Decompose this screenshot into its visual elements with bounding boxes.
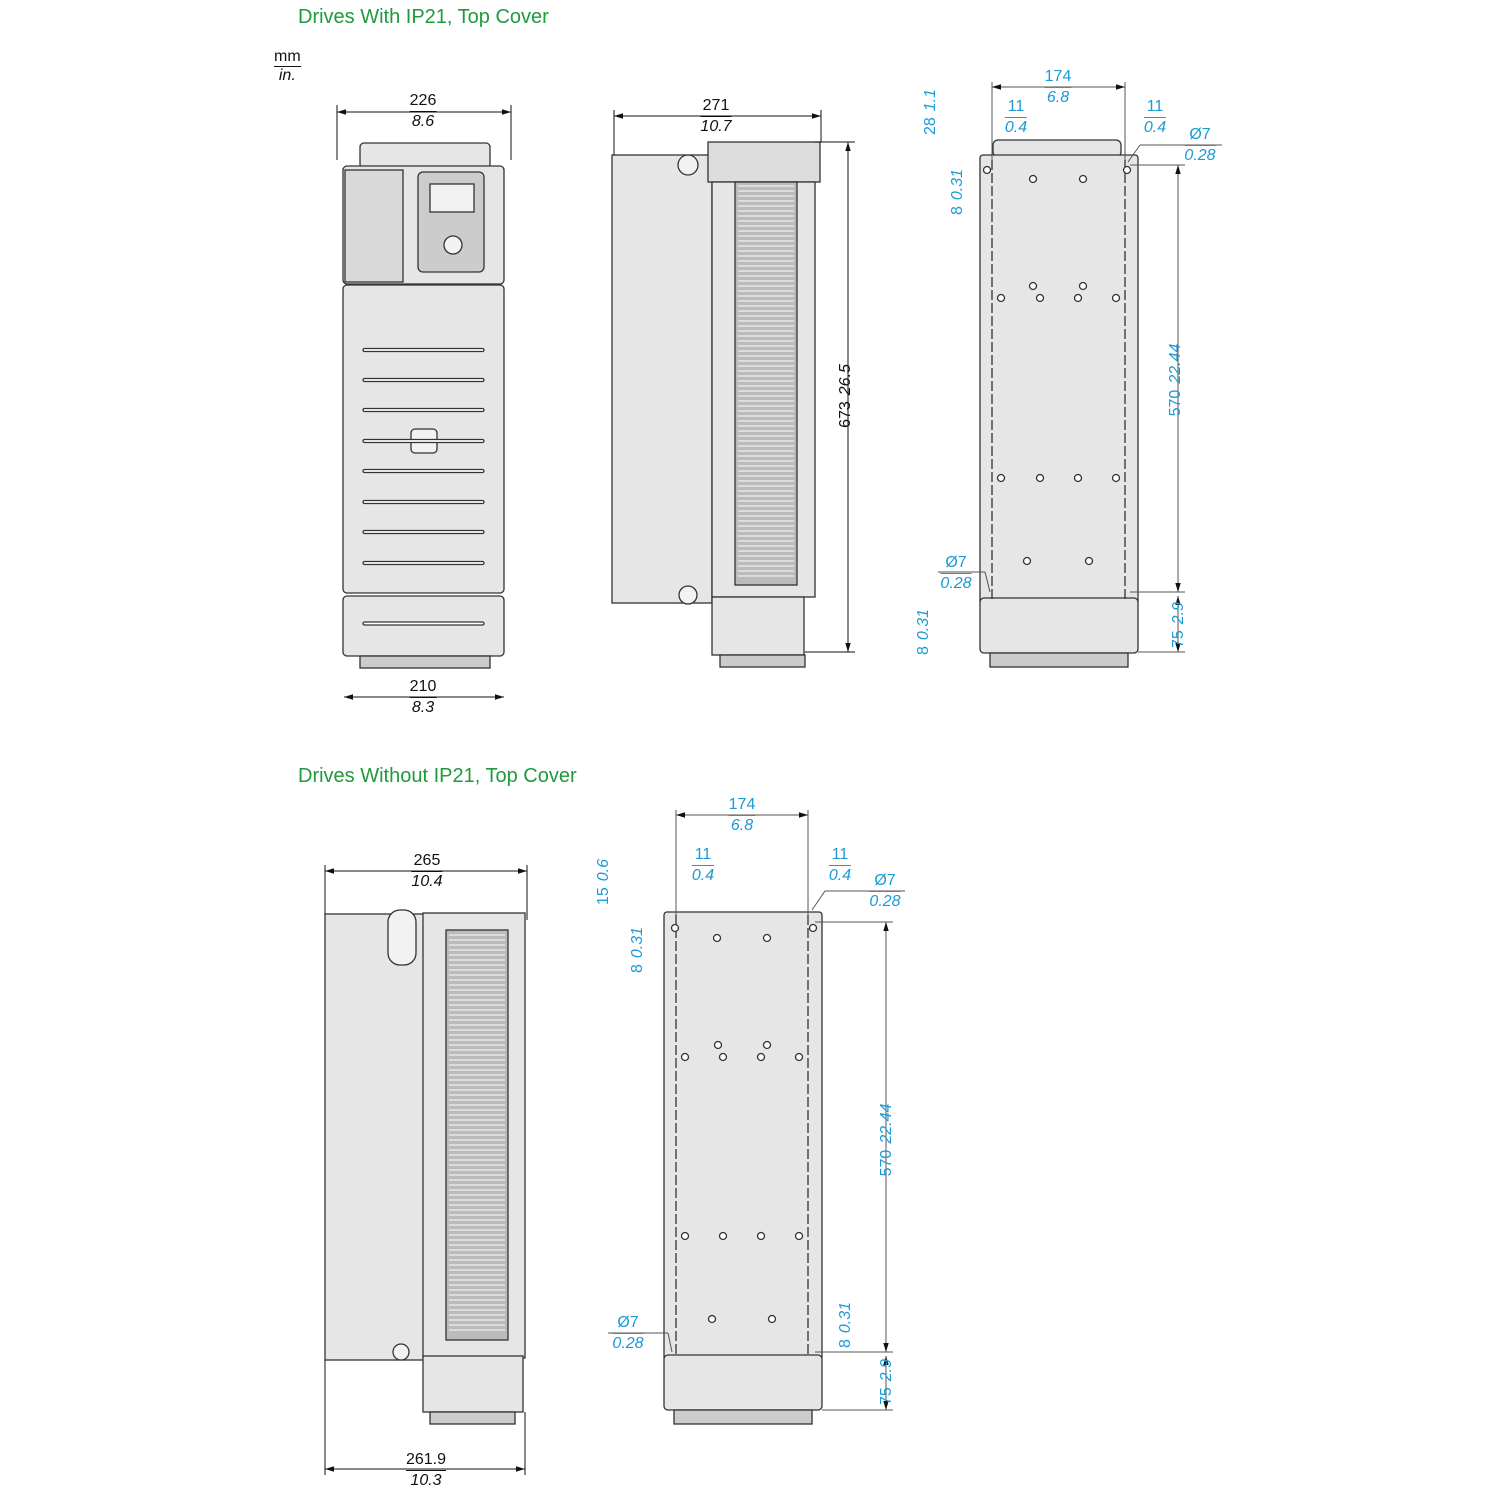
mounting-hole (1078, 174, 1088, 184)
mounting-hole (1073, 293, 1083, 303)
mounting-hole (718, 1052, 728, 1062)
section-title-without-ip21: Drives Without IP21, Top Cover (298, 765, 577, 787)
mounting-hole (756, 1231, 766, 1241)
vent-slot (362, 377, 485, 383)
mounting-hole (1111, 293, 1121, 303)
mounting-hole (996, 293, 1006, 303)
dim-rear-bottom-offset: 752.9 (1170, 601, 1187, 649)
mounting-hole (1122, 165, 1132, 175)
mounting-hole (767, 1314, 777, 1324)
mounting-hole (680, 1052, 690, 1062)
dim-rear-bottom-slot-2: 80.31 (837, 1301, 854, 1349)
dim-rear-top-offset-2: 150.6 (595, 858, 612, 906)
side-view-no-ip21 (324, 909, 526, 1425)
units-in: in. (274, 66, 301, 85)
dim-rear-bottom-slot: 80.31 (915, 608, 932, 656)
dim-rear-slot-2: 80.31 (629, 926, 646, 974)
mounting-hole (1073, 473, 1083, 483)
mounting-hole (1028, 174, 1038, 184)
mounting-hole (1028, 281, 1038, 291)
dim-rear-vertical-spacing: 57022.44 (1167, 343, 1184, 417)
mounting-hole (808, 923, 818, 933)
units-legend: mm in. (274, 48, 301, 85)
mounting-hole (1078, 281, 1088, 291)
rear-view-no-ip21 (663, 911, 823, 1425)
mounting-hole (670, 923, 680, 933)
mounting-hole (1111, 473, 1121, 483)
rear-view-ip21 (979, 139, 1139, 668)
vent-slot (362, 468, 485, 474)
mounting-hole (680, 1231, 690, 1241)
mounting-hole (713, 1040, 723, 1050)
dim-rear-top-offset: 281.1 (922, 88, 939, 136)
mounting-hole (1035, 293, 1045, 303)
mounting-hole (718, 1231, 728, 1241)
vent-slot (362, 499, 485, 505)
mounting-hole (982, 165, 992, 175)
units-mm: mm (274, 48, 301, 65)
dim-rear-bottom-offset-2: 752.9 (878, 1358, 895, 1406)
section-title-with-ip21: Drives With IP21, Top Cover (298, 6, 549, 28)
mounting-hole (707, 1314, 717, 1324)
vent-slot (362, 438, 485, 444)
mounting-hole (1035, 473, 1045, 483)
vent-slot (362, 407, 485, 413)
mounting-hole (762, 933, 772, 943)
dim-rear-slot: 80.31 (949, 168, 966, 216)
dim-side-height: 67326.5 (837, 364, 854, 428)
mounting-hole (996, 473, 1006, 483)
dim-rear-vertical-spacing-2: 57022.44 (878, 1103, 895, 1177)
mounting-hole (712, 933, 722, 943)
vent-slot (362, 347, 485, 353)
vent-slot (362, 560, 485, 566)
mounting-hole (794, 1231, 804, 1241)
mounting-hole (1084, 556, 1094, 566)
side-view-ip21 (611, 141, 821, 668)
mounting-hole (1022, 556, 1032, 566)
vent-slot (362, 621, 485, 626)
mounting-hole (762, 1040, 772, 1050)
vent-slot (362, 529, 485, 535)
mounting-hole (794, 1052, 804, 1062)
mounting-hole (756, 1052, 766, 1062)
front-view-ip21 (342, 142, 505, 669)
